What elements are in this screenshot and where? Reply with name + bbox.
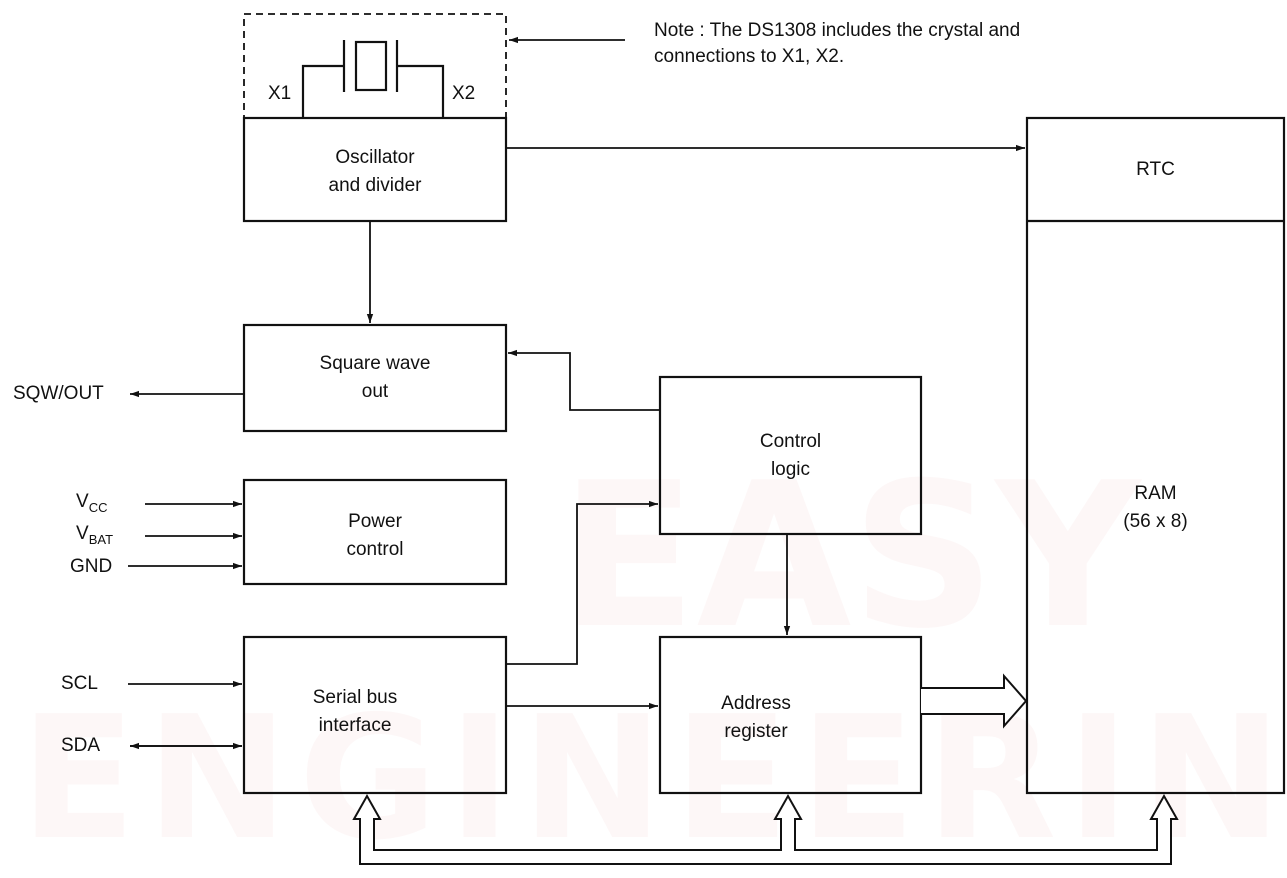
serial-bus-block [242, 635, 508, 795]
ram-label: RAM(56 x 8) [1123, 483, 1188, 532]
rtc-ram-block [1025, 116, 1286, 795]
data-bus [352, 793, 1179, 865]
control-logic-block [658, 375, 923, 536]
rtc-label: RTC [1136, 159, 1175, 180]
x2-label: X2 [452, 83, 476, 104]
sqw-out-label: SQW/OUT [13, 383, 104, 404]
scl-label: SCL [61, 673, 98, 694]
gnd-label: GND [70, 556, 113, 577]
ctrl-to-sqw-arrow [508, 349, 660, 411]
addr-to-ram-bus-arrow [921, 673, 1028, 729]
serial-to-ctrl-arrow [506, 500, 658, 665]
vcc-label: VCC [76, 491, 108, 515]
note-text: Note : The DS1308 includes the crystal a… [654, 20, 1021, 67]
square-wave-block [242, 323, 508, 433]
oscillator-block [242, 116, 508, 223]
power-control-block [242, 478, 508, 586]
sda-label: SDA [61, 735, 101, 756]
crystal-icon [301, 40, 445, 118]
vbat-label: VBAT [76, 523, 114, 547]
x1-label: X1 [268, 83, 292, 104]
